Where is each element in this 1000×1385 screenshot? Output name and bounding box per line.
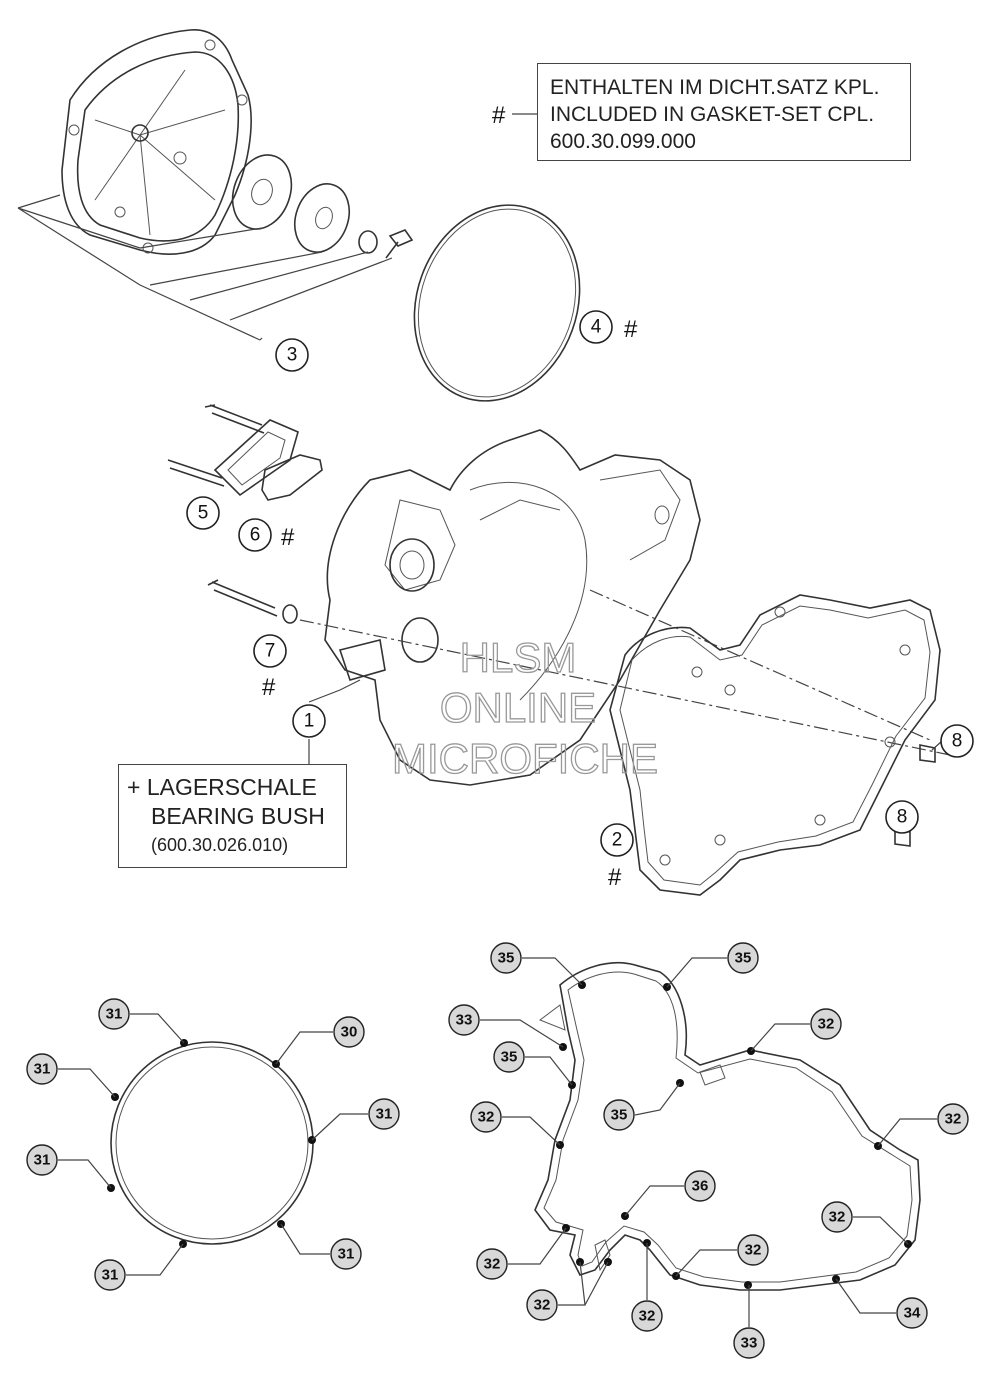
callout-31-d: 31: [26, 1144, 58, 1176]
callout-32-g: 32: [526, 1289, 558, 1321]
cover-gasket-drawing: [609, 594, 941, 896]
hash-marker-4: #: [624, 316, 638, 343]
svg-text:31: 31: [34, 1152, 51, 1169]
svg-text:4: 4: [591, 317, 602, 338]
svg-text:31: 31: [102, 1267, 119, 1284]
gasket-note-line-2: INCLUDED IN GASKET-SET CPL.: [550, 103, 875, 126]
callout-32-d: 32: [821, 1201, 853, 1233]
svg-text:33: 33: [456, 1012, 473, 1029]
svg-text:33: 33: [741, 1335, 758, 1352]
svg-text:MICROFICHE: MICROFICHE: [392, 735, 658, 782]
callout-3: 3: [275, 338, 309, 372]
svg-text:31: 31: [376, 1106, 393, 1123]
callout-32-a: 32: [810, 1008, 842, 1040]
hash-marker-note: #: [492, 102, 506, 129]
svg-text:32: 32: [945, 1111, 962, 1128]
callout-31-c: 31: [368, 1098, 400, 1130]
bearing-note-line-1: + LAGERSCHALE: [127, 774, 317, 800]
callout-36: 36: [684, 1170, 716, 1202]
svg-text:32: 32: [829, 1209, 846, 1226]
svg-text:2: 2: [612, 830, 623, 851]
svg-text:6: 6: [250, 525, 261, 546]
callout-34: 34: [896, 1297, 928, 1329]
callout-31-b: 31: [26, 1053, 58, 1085]
o-ring-drawing: [413, 204, 581, 402]
callout-7: 7: [253, 634, 287, 668]
hash-marker-6: #: [281, 524, 295, 551]
callout-1: 1: [292, 704, 326, 738]
callout-30: 30: [333, 1016, 365, 1048]
svg-text:36: 36: [692, 1178, 709, 1195]
callout-32-c: 32: [937, 1103, 969, 1135]
svg-text:3: 3: [287, 345, 298, 366]
svg-text:ONLINE: ONLINE: [440, 684, 596, 731]
svg-text:32: 32: [745, 1242, 762, 1259]
svg-text:HLSM: HLSM: [460, 634, 577, 681]
callout-32-e: 32: [737, 1234, 769, 1266]
callout-4: 4: [579, 310, 613, 344]
callout-32-b: 32: [470, 1101, 502, 1133]
callout-6: 6: [238, 518, 272, 552]
round-gasket-drawing: [58, 1013, 368, 1276]
callout-35-c: 35: [493, 1041, 525, 1073]
large-gasket-drawing: [480, 957, 937, 1327]
small-cover-drawing: [167, 404, 323, 624]
callout-32-h: 32: [631, 1300, 663, 1332]
svg-text:35: 35: [611, 1107, 628, 1124]
callout-33-a: 33: [448, 1004, 480, 1036]
svg-text:5: 5: [198, 503, 209, 524]
svg-text:8: 8: [952, 731, 963, 752]
callout-31-f: 31: [94, 1259, 126, 1291]
svg-text:1: 1: [304, 711, 315, 732]
svg-text:31: 31: [34, 1061, 51, 1078]
svg-text:32: 32: [478, 1109, 495, 1126]
callout-31-e: 31: [330, 1238, 362, 1270]
gasket-note-line-1: ENTHALTEN IM DICHT.SATZ KPL.: [550, 76, 880, 99]
outer-cover-drawing: [17, 29, 414, 341]
callout-8-lower: 8: [885, 800, 919, 834]
svg-text:32: 32: [534, 1297, 551, 1314]
watermark: HLSM ONLINE MICROFICHE: [391, 633, 658, 782]
gasket-set-note: ENTHALTEN IM DICHT.SATZ KPL. INCLUDED IN…: [537, 63, 911, 161]
svg-text:32: 32: [639, 1308, 656, 1325]
callout-31-a: 31: [98, 998, 130, 1030]
gasket-note-line-3: 600.30.099.000: [550, 130, 696, 153]
svg-text:31: 31: [106, 1006, 123, 1023]
svg-text:32: 32: [484, 1256, 501, 1273]
svg-text:34: 34: [904, 1305, 921, 1322]
hash-marker-7: #: [262, 674, 276, 701]
callout-33-b: 33: [733, 1327, 765, 1359]
callout-8-upper: 8: [940, 724, 974, 758]
callout-5: 5: [186, 496, 220, 530]
hash-marker-2: #: [608, 864, 622, 891]
svg-text:8: 8: [897, 807, 908, 828]
svg-text:35: 35: [498, 950, 515, 967]
svg-text:31: 31: [338, 1246, 355, 1263]
svg-text:32: 32: [818, 1016, 835, 1033]
callout-32-f: 32: [476, 1248, 508, 1280]
svg-text:30: 30: [341, 1024, 358, 1041]
callout-35-a: 35: [490, 942, 522, 974]
svg-text:7: 7: [265, 641, 276, 662]
bearing-bush-note: + LAGERSCHALE BEARING BUSH (600.30.026.0…: [118, 764, 347, 868]
callout-35-d: 35: [603, 1099, 635, 1131]
bearing-note-line-3: (600.30.026.010): [151, 835, 289, 855]
svg-text:35: 35: [735, 950, 752, 967]
svg-text:35: 35: [501, 1049, 518, 1066]
bearing-note-line-2: BEARING BUSH: [151, 803, 325, 829]
callout-35-b: 35: [727, 942, 759, 974]
callout-2: 2: [600, 823, 634, 857]
